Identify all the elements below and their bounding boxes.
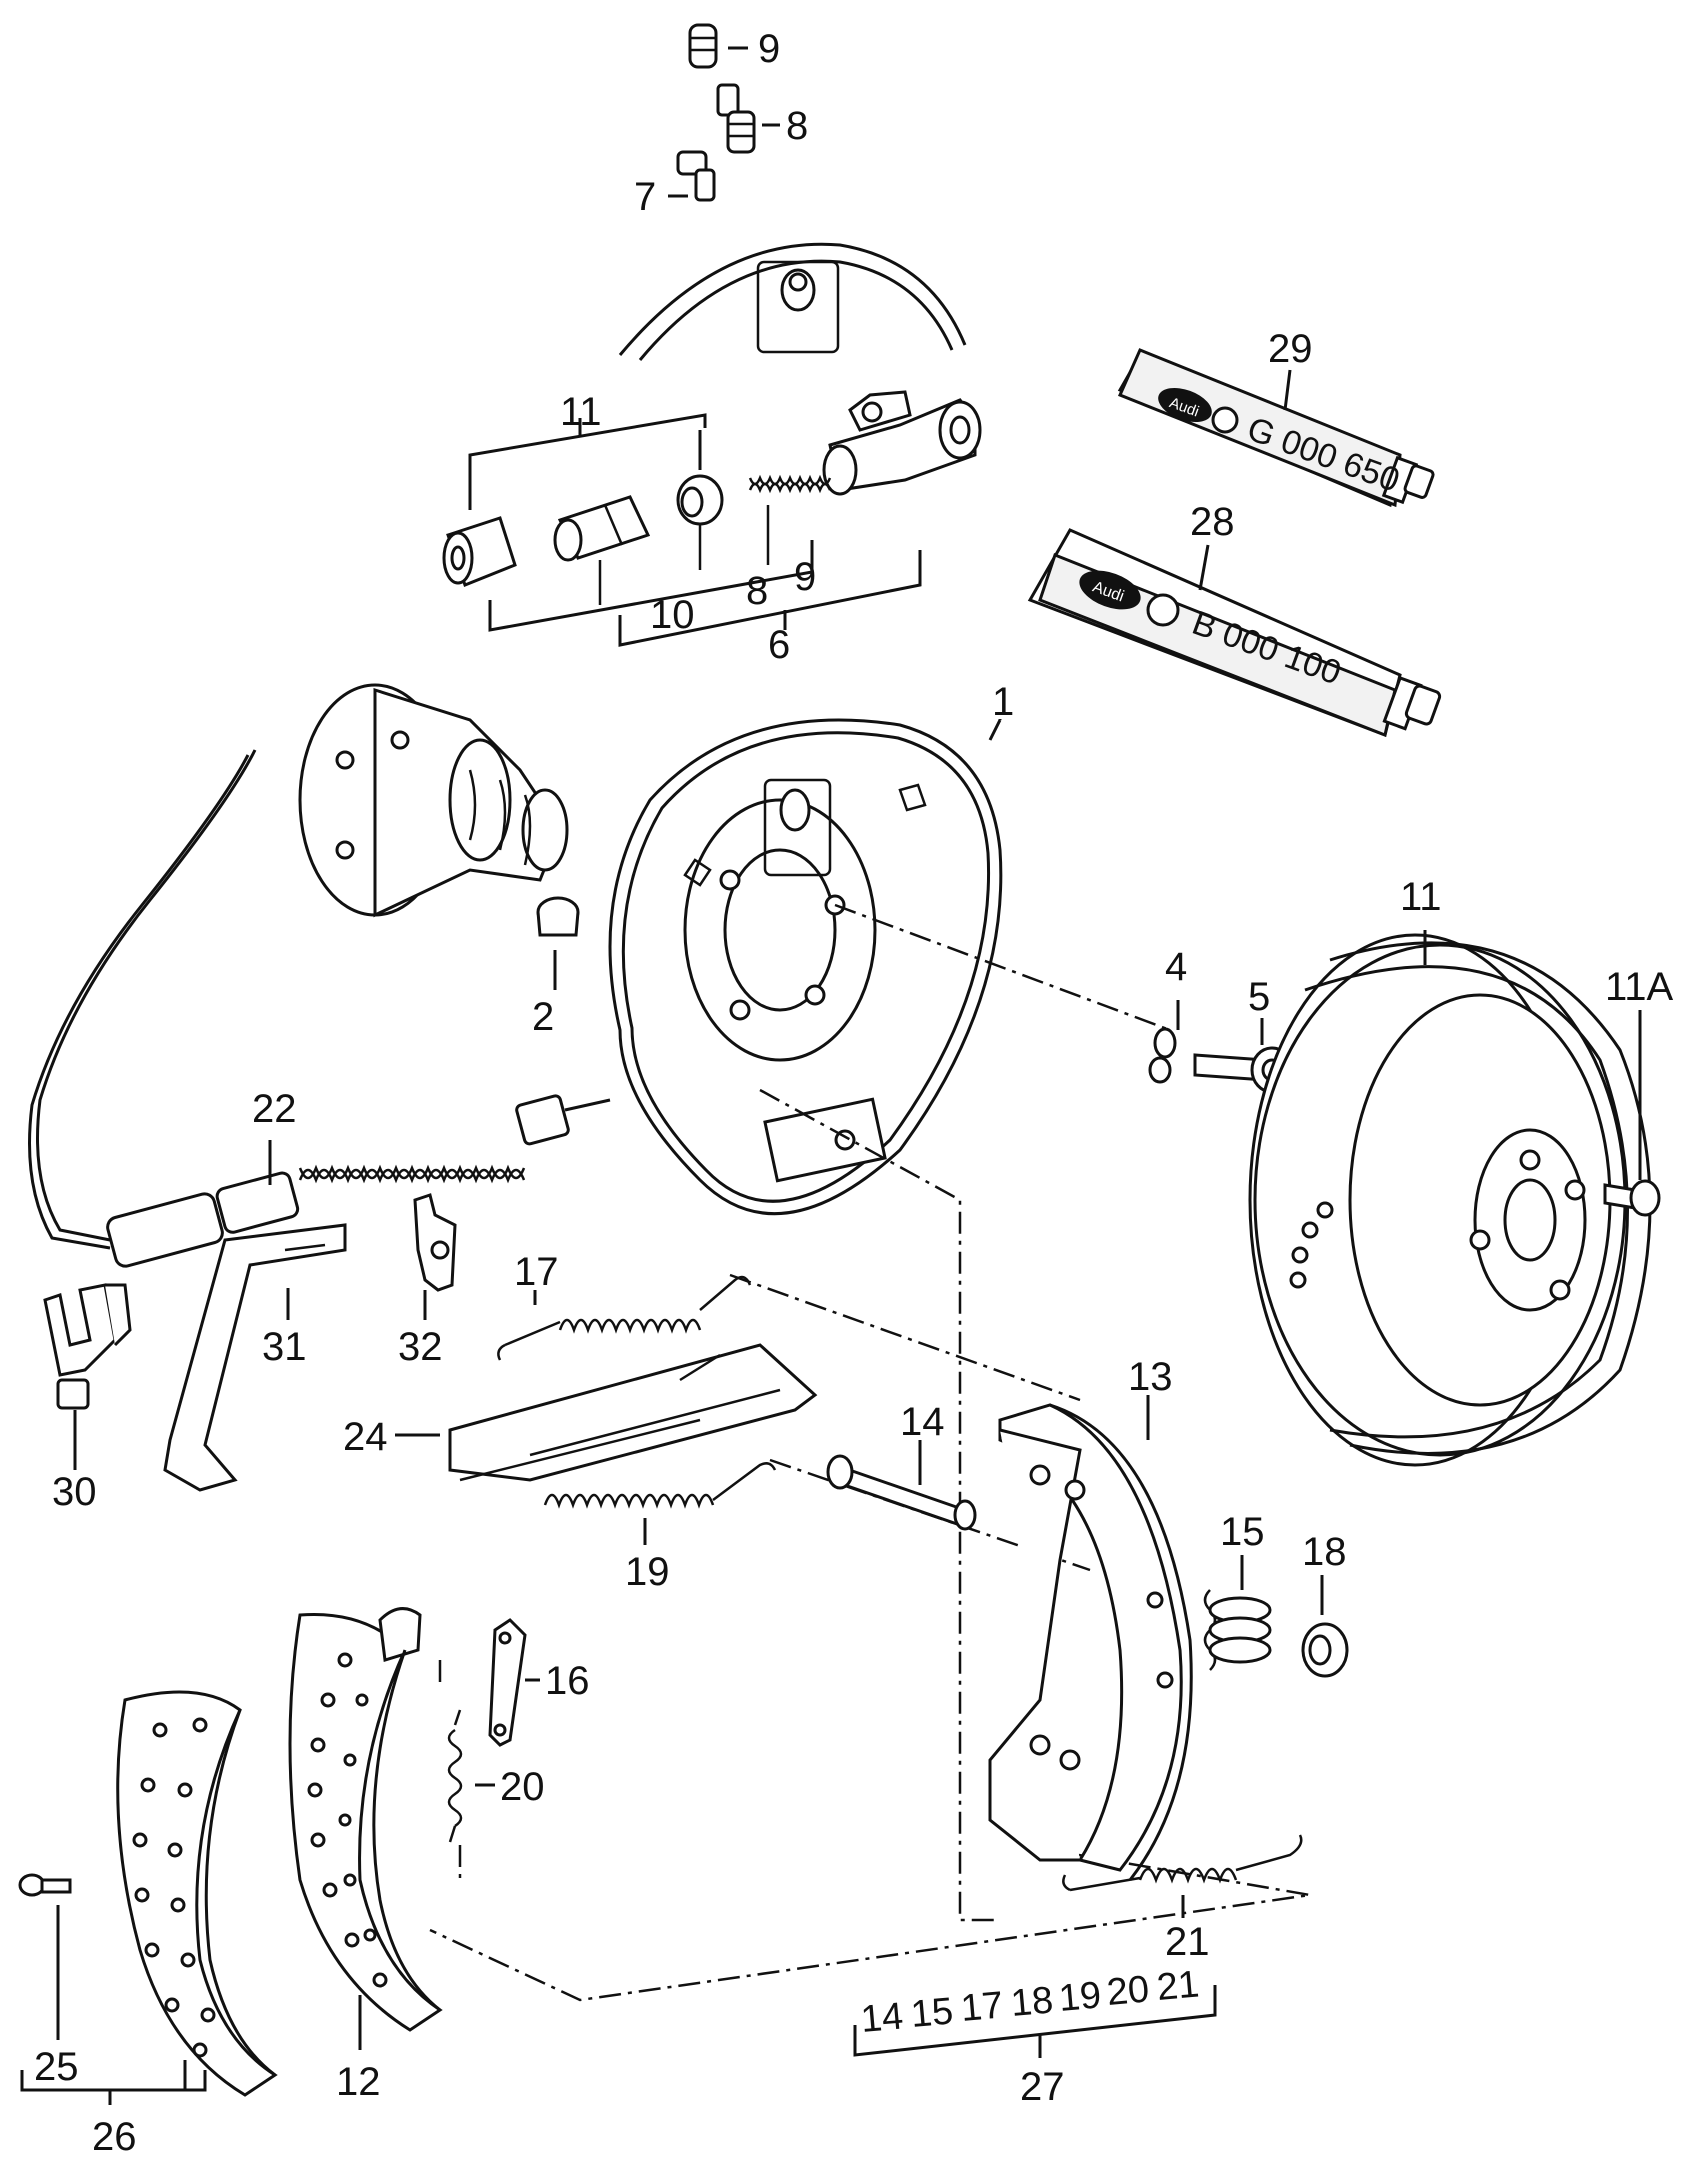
label-22: 22 bbox=[252, 1087, 297, 1131]
label-27: 27 bbox=[1020, 2065, 1065, 2109]
label-29: 29 bbox=[1268, 327, 1313, 371]
bleeder-valve-8: 8 bbox=[716, 83, 808, 154]
clip-30: 30 bbox=[43, 1283, 132, 1514]
label-27-17: 17 bbox=[959, 1984, 1005, 2030]
label-32: 32 bbox=[398, 1325, 443, 1369]
label-27-19: 19 bbox=[1057, 1974, 1103, 2020]
label-27-14: 14 bbox=[859, 1995, 905, 2041]
label-9: 9 bbox=[758, 27, 780, 71]
label-6-9: 9 bbox=[794, 555, 816, 599]
strut-24: 24 bbox=[343, 1343, 818, 1482]
label-30: 30 bbox=[52, 1470, 97, 1514]
piston-10 bbox=[553, 495, 651, 562]
dust-cap-11 bbox=[442, 516, 517, 587]
label-15: 15 bbox=[1220, 1510, 1265, 1554]
brake-lining-26 bbox=[116, 1690, 278, 2097]
bracket-6: 10 8 9 6 bbox=[598, 505, 922, 667]
grease-tube-29: Audi G 000 650 29 bbox=[1117, 327, 1435, 508]
backplate-arc-top bbox=[618, 242, 967, 361]
label-12: 12 bbox=[336, 2060, 381, 2104]
label-21: 21 bbox=[1165, 1920, 1210, 1964]
label-17: 17 bbox=[514, 1250, 559, 1294]
label-10: 10 bbox=[650, 593, 695, 637]
label-6: 6 bbox=[768, 623, 790, 667]
spring-21: 21 bbox=[1062, 1834, 1303, 1964]
plug-2: 2 bbox=[532, 896, 580, 1039]
label-5: 5 bbox=[1248, 975, 1270, 1019]
screw-7: 7 bbox=[634, 150, 716, 219]
label-27-18: 18 bbox=[1009, 1979, 1055, 2025]
pin-14: 14 bbox=[826, 1400, 977, 1531]
stub-axle bbox=[298, 683, 569, 918]
label-27-20: 20 bbox=[1105, 1968, 1151, 2014]
label-16: 16 bbox=[545, 1659, 590, 1703]
spring-20: 20 bbox=[447, 1709, 545, 1880]
bracket-31: 31 bbox=[163, 1223, 347, 1492]
label-6-8: 8 bbox=[746, 569, 768, 613]
lever-16: 16 bbox=[488, 1618, 590, 1747]
label-26: 26 bbox=[92, 2115, 137, 2159]
seal-9 bbox=[676, 474, 724, 526]
brake-shoe-12: 12 bbox=[288, 1607, 443, 2104]
label-19: 19 bbox=[625, 1550, 670, 1594]
label-13: 13 bbox=[1128, 1355, 1173, 1399]
spring-17: 17 bbox=[497, 1250, 752, 1361]
spring-6-9 bbox=[748, 474, 832, 494]
label-8: 8 bbox=[786, 104, 808, 148]
label-14: 14 bbox=[900, 1400, 945, 1444]
cap-18: 18 bbox=[1301, 1530, 1349, 1678]
brake-shoe-13: 13 bbox=[988, 1355, 1193, 1881]
wheel-bolt-11a: 11A bbox=[1603, 965, 1674, 1217]
backplate-1: 1 bbox=[608, 680, 1014, 1216]
bracket-26: 26 bbox=[20, 2060, 207, 2159]
spring-19: 19 bbox=[543, 1462, 777, 1594]
label-11-drum: 11 bbox=[1400, 875, 1442, 919]
spring-15: 15 bbox=[1203, 1510, 1272, 1671]
washer-4: 4 bbox=[1148, 945, 1187, 1084]
label-4: 4 bbox=[1165, 945, 1187, 989]
bleeder-cap-9: 9 bbox=[688, 23, 780, 71]
retainer-32: 32 bbox=[398, 1193, 457, 1369]
label-7: 7 bbox=[634, 175, 656, 219]
label-20: 20 bbox=[500, 1765, 545, 1809]
handbrake-cable-22: 22 bbox=[28, 749, 611, 1268]
label-28: 28 bbox=[1190, 500, 1235, 544]
bracket-11-top: 11 bbox=[468, 390, 814, 632]
label-24: 24 bbox=[343, 1415, 388, 1459]
rivet-25: 25 bbox=[18, 1873, 79, 2089]
label-11-top: 11 bbox=[560, 390, 602, 434]
label-27-15: 15 bbox=[909, 1990, 955, 2036]
label-1: 1 bbox=[992, 680, 1014, 724]
axis-line-bolt bbox=[834, 903, 1171, 1032]
label-2: 2 bbox=[532, 995, 554, 1039]
label-11a: 11A bbox=[1605, 965, 1674, 1009]
label-31: 31 bbox=[262, 1325, 307, 1369]
grease-tube-28: Audi B 000 100 28 bbox=[1027, 500, 1442, 738]
label-25: 25 bbox=[34, 2045, 79, 2089]
axis-line-anchor bbox=[759, 1088, 1000, 1922]
label-27-21: 21 bbox=[1155, 1963, 1201, 2009]
axis-line-bottom bbox=[429, 1848, 1311, 2002]
wheel-cylinder-6 bbox=[822, 390, 982, 496]
bracket-27: 14 15 17 18 19 20 21 27 bbox=[853, 1963, 1217, 2109]
axis-line-spring17 bbox=[729, 1273, 1081, 1402]
brake-drum-11: 11 bbox=[1248, 875, 1652, 1467]
label-18: 18 bbox=[1302, 1530, 1347, 1574]
